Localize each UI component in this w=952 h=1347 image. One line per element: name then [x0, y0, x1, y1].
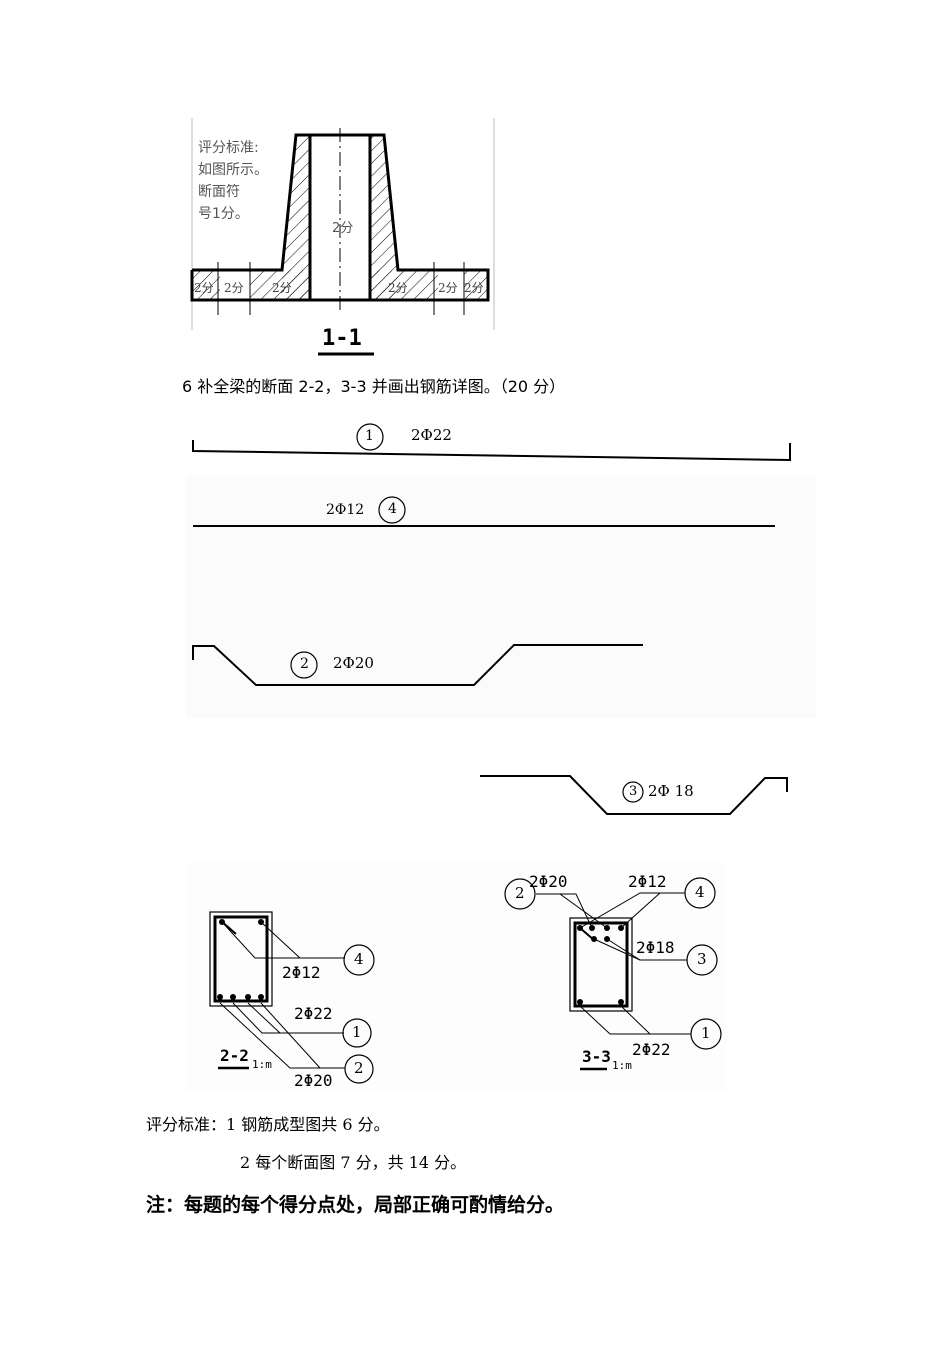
rebar-2-spec: 2Φ20 [333, 654, 374, 672]
grading-note-line: 评分标准: [198, 140, 259, 156]
section-2-2-callout-4-spec: 2Φ12 [282, 963, 321, 982]
flange-score: 2分 [464, 281, 484, 295]
section-3-3-scale: 1:m [612, 1059, 632, 1072]
section-3-3-callout-3-number: 3 [697, 950, 707, 968]
flange-score: 2分 [194, 281, 214, 295]
section-3-3-callout-4-spec: 2Φ12 [628, 872, 667, 891]
grading-note-line: 号1分。 [198, 206, 249, 222]
section-3-3-label: 3-3 [582, 1047, 611, 1066]
question-text: 6 补全梁的断面 2-2，3-3 并画出钢筋详图。（20 分） [182, 377, 566, 396]
section-2-2-callout-4-number: 4 [354, 950, 364, 968]
flange-score: 2分 [438, 281, 458, 295]
flange-score: 2分 [272, 281, 292, 295]
center-score: 2分 [332, 221, 354, 236]
section-2-2-scale: 1:m [252, 1058, 272, 1071]
rebar-3-spec: 2Φ 18 [648, 782, 694, 800]
grading-note-line: 如图所示。 [198, 162, 268, 178]
section-label-1-1: 1-1 [322, 326, 362, 351]
section-3-3-callout-2-spec: 2Φ20 [529, 872, 568, 891]
grading-criteria-1: 评分标准：1 钢筋成型图共 6 分。 [146, 1115, 390, 1134]
section-3-3-callout-4-number: 4 [695, 883, 705, 901]
final-note: 注：每题的每个得分点处，局部正确可酌情给分。 [146, 1194, 565, 1216]
section-3-3-callout-2-number: 2 [515, 884, 525, 902]
grading-criteria-2: 2 每个断面图 7 分，共 14 分。 [240, 1153, 467, 1172]
section-2-2-callout-2-number: 2 [354, 1059, 364, 1077]
rebar-4-number: 4 [388, 501, 397, 517]
section-2-2-callout-1-number: 1 [352, 1023, 362, 1041]
section-3-3-callout-1-number: 1 [701, 1024, 711, 1042]
section-2-2-label: 2-2 [220, 1046, 249, 1065]
section-3-3-callout-3-spec: 2Φ18 [636, 938, 675, 957]
rebar-1-number: 1 [365, 428, 374, 444]
section-3-3-callout-1-spec: 2Φ22 [632, 1040, 671, 1059]
section-2-2-callout-1-spec: 2Φ22 [294, 1004, 333, 1023]
grading-note-line: 断面符 [198, 184, 240, 200]
flange-score: 2分 [224, 281, 244, 295]
rebar-2-number: 2 [300, 656, 309, 672]
flange-score: 2分 [388, 281, 408, 295]
rebar-4-spec: 2Φ12 [326, 502, 365, 518]
rebar-1-spec: 2Φ22 [411, 426, 452, 444]
section-2-2-callout-2-spec: 2Φ20 [294, 1071, 333, 1090]
rebar-3-number: 3 [629, 784, 638, 799]
